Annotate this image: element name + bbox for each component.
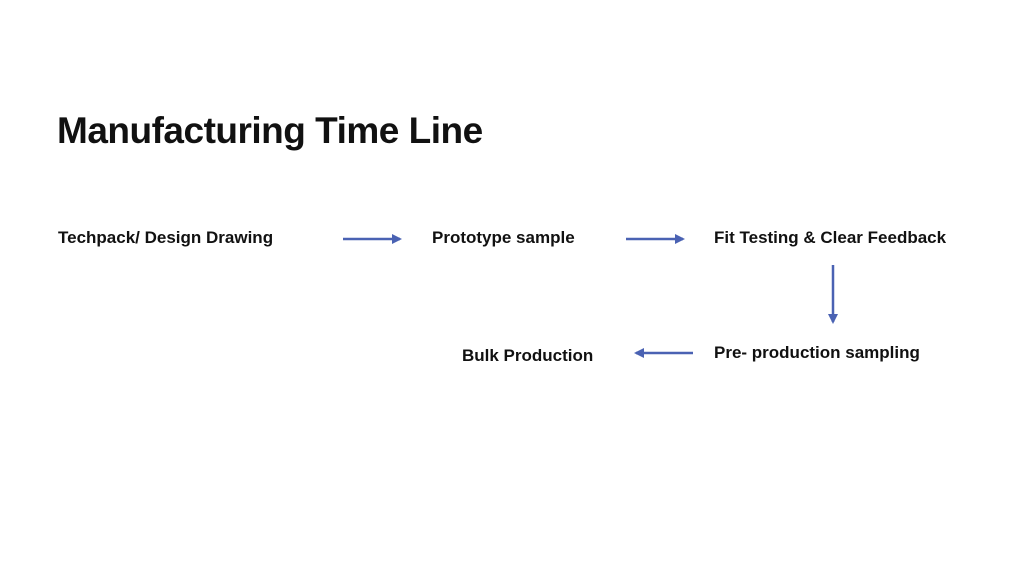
step-pre-production-sampling: Pre- production sampling — [714, 343, 920, 362]
step-bulk-production: Bulk Production — [462, 346, 594, 365]
step-techpack-design-drawing: Techpack/ Design Drawing — [58, 228, 274, 247]
step-prototype-sample: Prototype sample — [432, 228, 575, 247]
page-title: Manufacturing Time Line — [57, 110, 483, 151]
step-fit-testing-feedback: Fit Testing & Clear Feedback — [714, 228, 947, 247]
